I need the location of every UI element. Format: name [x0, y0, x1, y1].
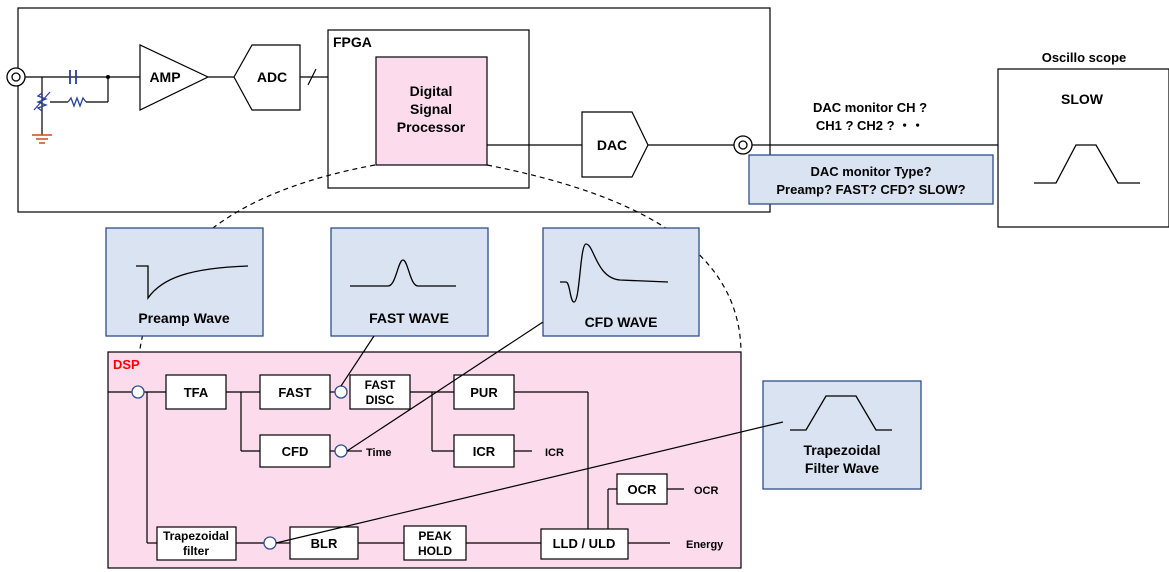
oscilloscope-title: Oscillo scope	[1042, 50, 1127, 65]
zoom-guide-left	[136, 164, 376, 393]
amp-label: AMP	[149, 69, 180, 85]
ocr-block	[616, 473, 668, 505]
trapezoid-tap-node	[263, 536, 277, 550]
trapezoidal-filter-label-line2: filter	[183, 544, 209, 558]
digital-signal-processor-block	[375, 56, 488, 166]
cfd-waveform-icon	[560, 243, 669, 303]
dac-monitor-type-options: Preamp? FAST? CFD? SLOW?	[776, 182, 965, 197]
cfd-tap-link	[346, 321, 544, 452]
cfd-wave-panel	[542, 227, 700, 337]
icr-block-label: ICR	[473, 444, 496, 459]
tfa-block	[165, 374, 227, 410]
preamp-tap-node	[131, 385, 145, 399]
peak-hold-label-line1: PEAK	[418, 529, 452, 543]
fast-label: FAST	[278, 385, 311, 400]
trapezoidal-filter-block	[156, 526, 237, 561]
oscilloscope-trapezoid-wave-icon	[1034, 144, 1140, 184]
time-output-label: Time	[366, 447, 391, 459]
cfd-wave-label: CFD WAVE	[585, 314, 658, 330]
ocr-block-label: OCR	[628, 482, 658, 497]
dsp-detail-title: DSP	[113, 357, 140, 372]
dsp-block-label-line3: Processor	[397, 119, 466, 135]
fast-tap-link	[340, 335, 375, 387]
cfd-tap-node	[334, 444, 348, 458]
front-end-rc-network-icon	[25, 70, 140, 144]
fast-block	[259, 374, 331, 410]
dac-monitor-type-panel	[748, 154, 994, 205]
fast-disc-label-line2: DISC	[366, 393, 395, 407]
cfd-block	[259, 434, 331, 468]
energy-output-label: Energy	[686, 539, 724, 551]
adc-label: ADC	[257, 69, 287, 85]
tfa-label: TFA	[184, 385, 209, 400]
fast-wave-label: FAST WAVE	[369, 310, 449, 326]
bus-slash-icon	[307, 68, 317, 86]
fast-tap-node	[334, 385, 348, 399]
pur-label: PUR	[470, 385, 498, 400]
icr-output-label: ICR	[545, 447, 564, 459]
trapezoid-tap-link	[275, 421, 784, 544]
preamp-wave-label: Preamp Wave	[138, 310, 230, 326]
peak-hold-label-line2: HOLD	[418, 544, 452, 558]
dac-label: DAC	[597, 137, 627, 153]
dac-block: DAC	[581, 111, 649, 178]
trapezoidal-wave-label-line2: Filter Wave	[805, 460, 879, 476]
lld-uld-label: LLD / ULD	[553, 536, 616, 551]
output-connector-icon	[733, 135, 753, 155]
trapezoidal-wave-panel	[762, 380, 922, 490]
cfd-label: CFD	[282, 444, 309, 459]
input-connector-icon	[6, 67, 26, 87]
ocr-output-label: OCR	[694, 485, 719, 497]
dsp-block-label-line1: Digital	[410, 83, 453, 99]
dac-monitor-ch-options: CH1 ? CH2 ? ・・	[816, 118, 924, 133]
fast-disc-label-line1: FAST	[365, 378, 396, 392]
trapezoidal-filter-label-line1: Trapezoidal	[163, 529, 229, 543]
dsp-block-label-line2: Signal	[410, 101, 452, 117]
preamp-waveform-icon	[136, 265, 249, 301]
pur-block	[453, 374, 515, 410]
oscilloscope-mode-label: SLOW	[1061, 91, 1104, 107]
preamp-wave-panel	[105, 227, 264, 337]
lld-uld-block	[540, 528, 629, 560]
peak-hold-block	[403, 525, 467, 561]
dac-monitor-type-question: DAC monitor Type?	[810, 164, 931, 179]
trapezoidal-wave-label-line1: Trapezoidal	[803, 442, 880, 458]
fast-disc-block	[349, 374, 411, 410]
fast-wave-panel	[330, 227, 489, 337]
fpga-label: FPGA	[333, 34, 372, 50]
dac-monitor-ch-question: DAC monitor CH ?	[813, 100, 927, 115]
oscilloscope-screen	[997, 68, 1169, 228]
trapezoid-waveform-icon	[790, 395, 892, 431]
fast-waveform-icon	[350, 259, 456, 287]
amp-block: AMP	[139, 44, 210, 111]
icr-block	[453, 434, 515, 468]
blr-block	[289, 526, 359, 560]
blr-label: BLR	[311, 536, 338, 551]
